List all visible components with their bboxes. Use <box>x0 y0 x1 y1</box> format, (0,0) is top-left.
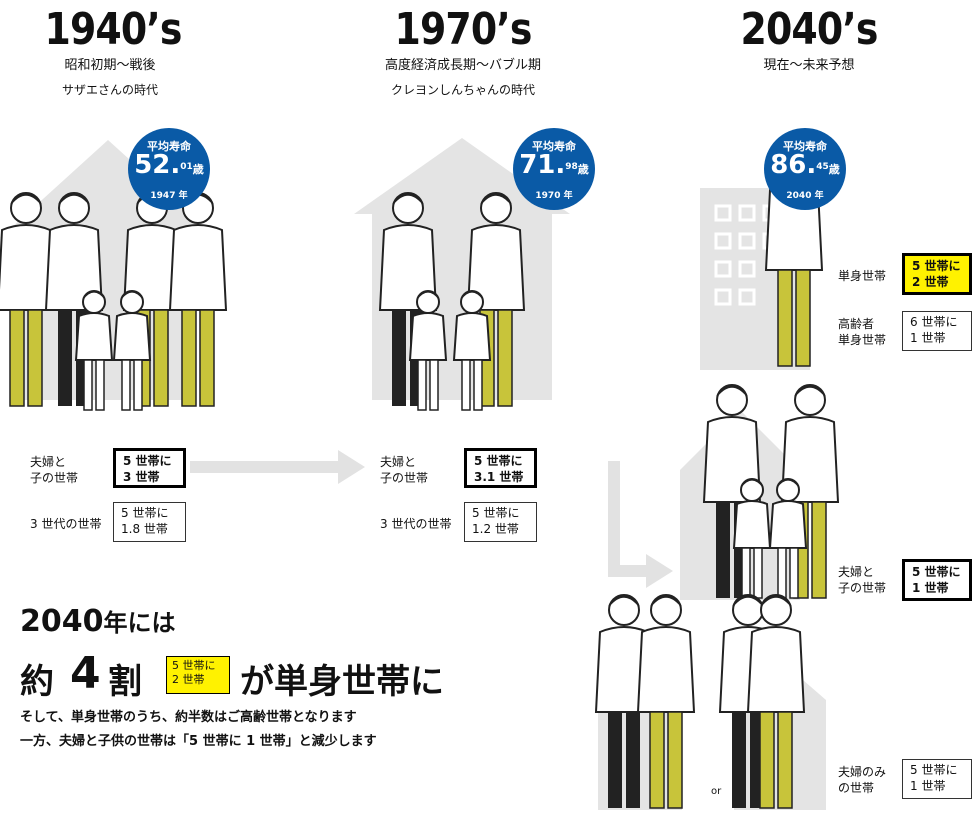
era-subtitle-2040: 現在〜未来予想 <box>763 58 855 73</box>
life-expectancy-badge-2040: 平均寿命 86.45歳 2040 年 <box>764 128 846 210</box>
era-title-2040: 2040’s <box>740 4 878 55</box>
stat-label-1970-three-gen: 3 世代の世帯 <box>380 517 452 531</box>
era-title-1940: 1940’s <box>44 4 182 55</box>
era-subtitle-1940: 昭和初期〜戦後 <box>64 58 156 73</box>
era-caption-1970: クレヨンしんちゃんの時代 <box>390 83 535 97</box>
arrow-1970-to-2040-icon <box>608 461 673 588</box>
elder-couple-illustration <box>719 594 805 809</box>
life-expectancy-badge-1947: 平均寿命 52.01歳 1947 年 <box>128 128 210 210</box>
stat-label-2040-elder-single: 高齢者単身世帯 <box>838 317 887 347</box>
era-caption-1940: サザエさんの時代 <box>61 83 158 97</box>
era-subtitle-1970: 高度経済成長期〜バブル期 <box>384 58 541 73</box>
life-expectancy-badge-1970: 平均寿命 71.98歳 1970 年 <box>513 128 595 210</box>
or-label: or <box>711 786 722 797</box>
stat-label-1970-nuclear: 夫婦と子の世帯 <box>380 455 429 485</box>
stat-label-2040-nuclear: 夫婦と子の世帯 <box>838 565 887 595</box>
body-line-1: そして、単身世帯のうち、約半数はご高齢世帯となります <box>20 710 357 725</box>
body-line-2: 一方、夫婦と子供の世帯は「5 世帯に 1 世帯」と減少します <box>20 734 377 749</box>
stat-label-2040-single: 単身世帯 <box>838 269 887 283</box>
stat-label-1940-nuclear: 夫婦と子の世帯 <box>30 455 79 485</box>
arrow-1940-to-1970-icon <box>190 450 365 484</box>
headline-year: 2040年には <box>20 604 176 639</box>
era-title-1970: 1970’s <box>394 4 532 55</box>
stat-label-2040-couple: 夫婦のみの世帯 <box>838 765 887 795</box>
stat-label-1940-three-gen: 3 世代の世帯 <box>30 517 102 531</box>
